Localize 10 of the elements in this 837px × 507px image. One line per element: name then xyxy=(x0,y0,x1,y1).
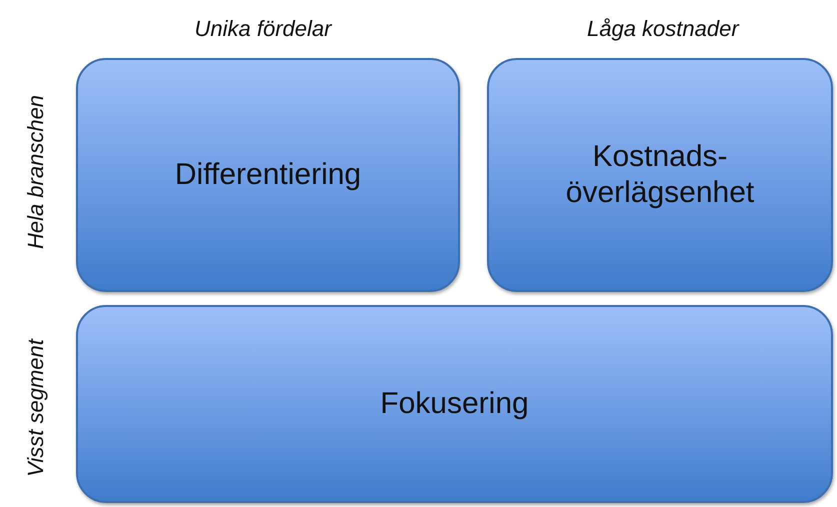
box-label: Kostnads- överlägsenhet xyxy=(564,139,756,211)
column-heading: Låga kostnader xyxy=(587,16,739,42)
strategy-box xyxy=(76,305,833,503)
row-heading: Hela branschen xyxy=(23,94,49,250)
column-heading: Unika fördelar xyxy=(194,16,332,42)
strategy-box xyxy=(76,58,460,292)
row-heading: Visst segment xyxy=(23,339,49,477)
strategy-box xyxy=(487,58,833,292)
box-label: Fokusering xyxy=(380,386,529,422)
box-label: Differentiering xyxy=(174,157,362,193)
